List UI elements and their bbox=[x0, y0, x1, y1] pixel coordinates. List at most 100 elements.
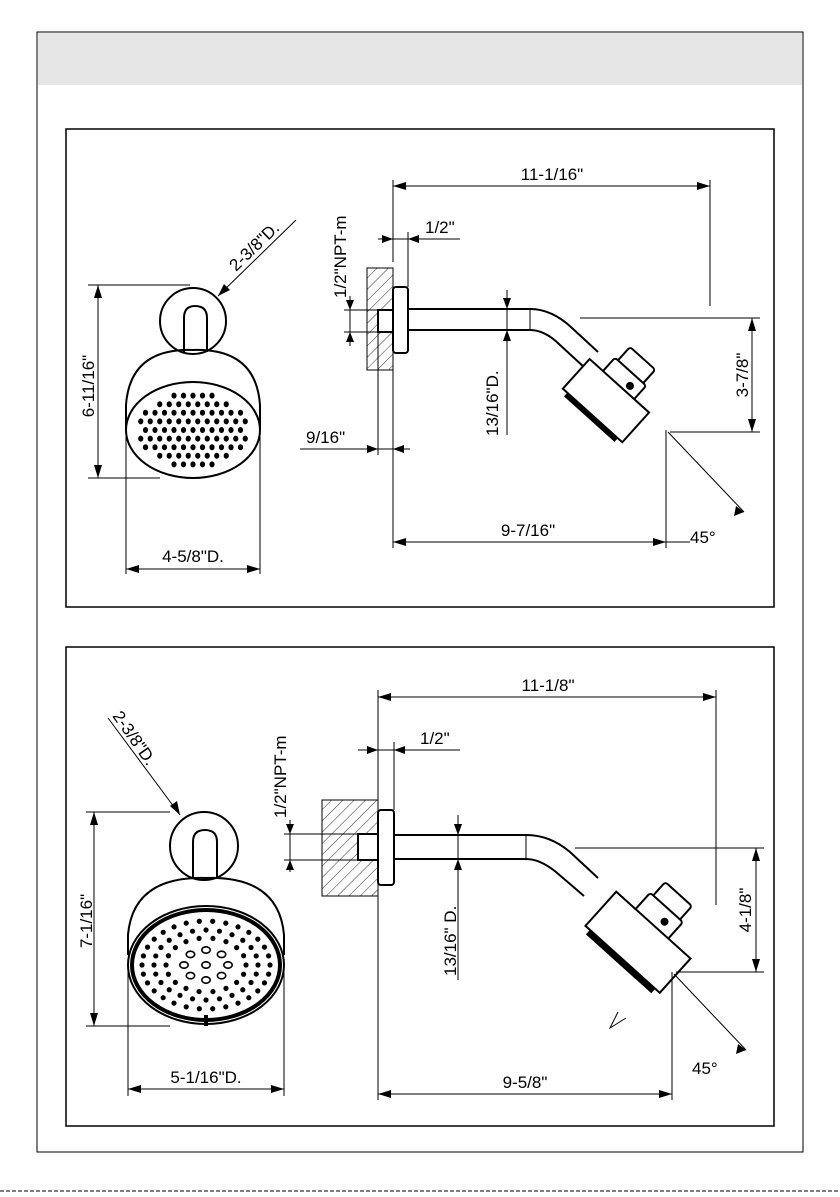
spray-hole bbox=[200, 444, 205, 450]
spray-hole bbox=[238, 427, 243, 433]
spray-hole bbox=[152, 444, 157, 450]
spray-hole bbox=[158, 945, 163, 950]
spray-hole bbox=[157, 453, 162, 459]
spray-hole bbox=[157, 436, 162, 442]
spray-hole bbox=[200, 427, 205, 433]
spray-hole bbox=[171, 410, 176, 416]
spray-hole bbox=[243, 962, 248, 967]
spray-hole bbox=[167, 436, 172, 442]
spray-hole bbox=[190, 929, 195, 934]
spray-hole bbox=[210, 989, 215, 994]
spray-hole bbox=[152, 410, 157, 416]
spray-hole bbox=[145, 980, 150, 985]
spray-hole bbox=[210, 936, 215, 941]
spray-hole bbox=[139, 962, 144, 967]
spray-hole bbox=[138, 418, 143, 424]
spray-hole bbox=[223, 939, 228, 944]
spray-hole bbox=[205, 436, 210, 442]
spray-hole bbox=[209, 427, 214, 433]
spray-hole bbox=[162, 427, 167, 433]
spray-hole bbox=[214, 453, 219, 459]
spray-hole bbox=[209, 461, 214, 467]
bottom-angle-label: 45° bbox=[692, 1059, 718, 1078]
spray-hole bbox=[171, 427, 176, 433]
spray-hole bbox=[243, 436, 248, 442]
top-length-label: 11-1/16" bbox=[521, 165, 583, 184]
top-thread-label: 1/2"NPT-m bbox=[331, 215, 350, 298]
spray-hole bbox=[177, 932, 182, 937]
bottom-arm-dia-label: 13/16" D. bbox=[441, 906, 460, 976]
spray-hole bbox=[173, 945, 178, 950]
top-head-dia-label: 4-5/8"D. bbox=[162, 547, 224, 566]
spray-hole bbox=[153, 953, 158, 958]
spray-hole bbox=[195, 436, 200, 442]
bottom-thread-nipple bbox=[358, 834, 378, 860]
spray-hole bbox=[196, 989, 201, 994]
spray-hole bbox=[235, 924, 240, 929]
spray-hole bbox=[152, 937, 157, 942]
spray-hole bbox=[195, 401, 200, 407]
spray-hole bbox=[200, 461, 205, 467]
spray-hole bbox=[262, 980, 267, 985]
spray-hole bbox=[219, 444, 224, 450]
spray-hole bbox=[176, 401, 181, 407]
spray-hole bbox=[223, 986, 228, 991]
spray-hole bbox=[214, 436, 219, 442]
spray-hole bbox=[162, 444, 167, 450]
spray-hole bbox=[254, 971, 259, 976]
spray-hole bbox=[210, 919, 215, 924]
spray-hole bbox=[197, 1006, 202, 1011]
spray-hole bbox=[157, 401, 162, 407]
spray-hole bbox=[219, 410, 224, 416]
spray-hole bbox=[234, 945, 239, 950]
spray-hole bbox=[246, 930, 251, 935]
spray-hole bbox=[141, 953, 146, 958]
bottom-flange-side bbox=[378, 810, 394, 885]
spray-hole bbox=[157, 418, 162, 424]
spray-hole bbox=[223, 921, 228, 926]
spray-hole bbox=[203, 927, 208, 932]
spray-hole bbox=[152, 988, 157, 993]
top-arm-dia-label: 13/16"D. bbox=[483, 370, 502, 436]
spray-hole bbox=[205, 453, 210, 459]
spray-hole bbox=[248, 945, 253, 950]
spray-hole bbox=[255, 937, 260, 942]
spray-hole bbox=[229, 932, 234, 937]
spray-hole bbox=[228, 427, 233, 433]
spray-hole bbox=[167, 401, 172, 407]
spray-hole bbox=[171, 393, 176, 399]
spray-hole bbox=[186, 453, 191, 459]
spray-hole bbox=[223, 1004, 228, 1009]
spray-hole bbox=[217, 929, 222, 934]
spray-hole bbox=[145, 945, 150, 950]
spray-hole bbox=[176, 418, 181, 424]
spray-hole bbox=[190, 444, 195, 450]
spray-hole bbox=[190, 427, 195, 433]
bottom-reach-label: 9-5/8" bbox=[503, 1073, 548, 1092]
spray-hole bbox=[171, 924, 176, 929]
spray-hole bbox=[248, 980, 253, 985]
spray-hole bbox=[233, 436, 238, 442]
spray-hole bbox=[167, 987, 172, 992]
spray-hole bbox=[143, 427, 148, 433]
spray-hole bbox=[181, 461, 186, 467]
bottom-drop-label: 4-1/8" bbox=[736, 888, 755, 933]
bottom-height-label: 7-1/16" bbox=[77, 894, 96, 948]
spray-hole bbox=[190, 410, 195, 416]
spray-hole bbox=[228, 444, 233, 450]
spray-hole bbox=[176, 453, 181, 459]
spray-hole bbox=[196, 936, 201, 941]
spray-hole bbox=[200, 410, 205, 416]
spray-hole bbox=[190, 393, 195, 399]
spray-hole bbox=[190, 461, 195, 467]
spray-hole bbox=[255, 962, 260, 967]
bottom-flange-depth-label: 1/2" bbox=[420, 729, 450, 748]
spray-hole bbox=[162, 410, 167, 416]
spray-hole bbox=[246, 995, 251, 1000]
spray-hole bbox=[266, 953, 271, 958]
spray-hole bbox=[255, 988, 260, 993]
spray-hole bbox=[234, 980, 239, 985]
top-reach-label: 9-7/16" bbox=[501, 521, 555, 540]
top-thread-nipple bbox=[378, 310, 393, 332]
